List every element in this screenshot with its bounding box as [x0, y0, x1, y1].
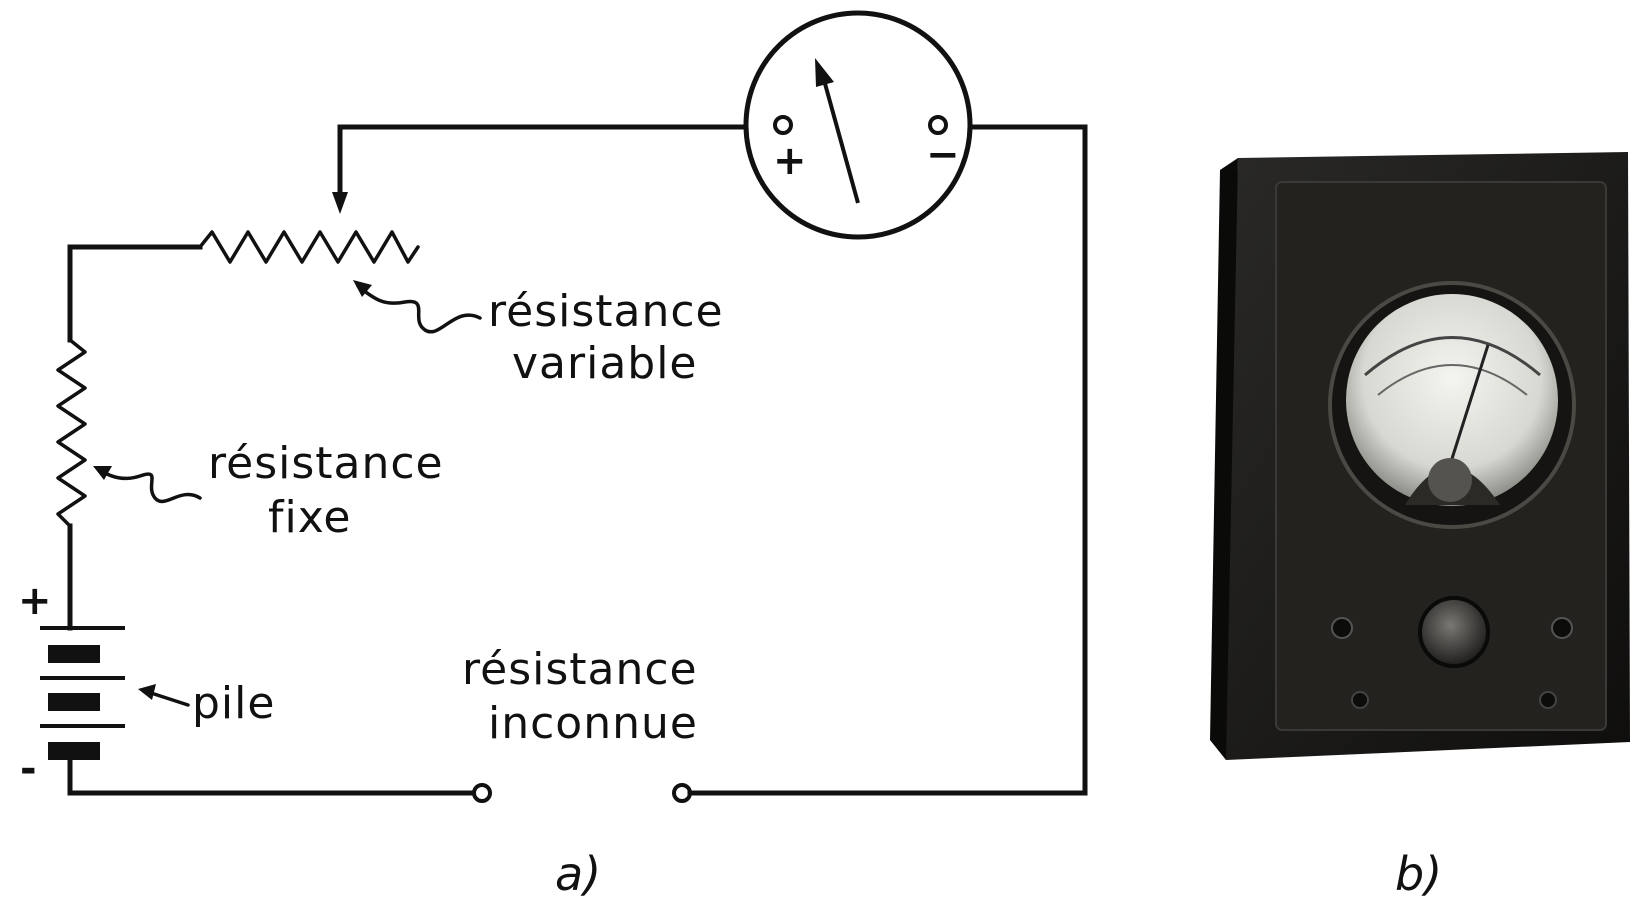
- wire-right: [687, 124, 1088, 796]
- battery-minus-sign: -: [20, 746, 37, 792]
- battery-pointer-head: [138, 684, 156, 700]
- wire-bottom-left: [67, 757, 477, 796]
- galvanometer-terminal-minus: [928, 115, 948, 135]
- battery-plate-short-2: [48, 693, 100, 711]
- label-battery: pile: [192, 678, 275, 729]
- label-variable-resistor-line2: variable: [512, 338, 698, 389]
- wire-top-left: [337, 124, 768, 198]
- fixed-resistor-pointer: [98, 468, 202, 504]
- meter-case-side: [1210, 158, 1238, 760]
- meter-selector-knob: [1418, 596, 1490, 668]
- battery-plate-short-1: [48, 645, 100, 663]
- variable-resistor: [198, 230, 420, 264]
- meter-jack-left: [1331, 617, 1353, 639]
- meter-plus-sign: +: [773, 138, 807, 184]
- caption-part-a: a): [555, 847, 601, 901]
- label-unknown-resistor-line2: inconnue: [488, 698, 698, 749]
- battery-plate-short-3: [48, 742, 100, 760]
- galvanometer-needle: [822, 79, 860, 204]
- meter-dial-face: [1346, 294, 1558, 506]
- fixed-resistor: [56, 338, 87, 528]
- meter-minus-sign: −: [926, 132, 960, 178]
- meter-scale-arc-inner: [1377, 364, 1528, 396]
- label-fixed-resistor-line2: fixe: [268, 492, 351, 543]
- circuit-schematic: résistance variable résistance fixe pile…: [18, 10, 1088, 901]
- meter-zero-screw: [1428, 458, 1472, 502]
- variable-resistor-pointer-head: [353, 280, 372, 297]
- battery-plus-sign: +: [18, 578, 52, 624]
- meter-scale-arc: [1364, 336, 1541, 377]
- battery-symbol: [40, 626, 125, 760]
- meter-jack-bottom-right: [1539, 691, 1557, 709]
- galvanometer-body: [743, 10, 973, 240]
- meter-jack-bottom-left: [1351, 691, 1369, 709]
- wire-left-upper: [67, 244, 203, 343]
- label-unknown-resistor-line1: résistance: [462, 644, 698, 695]
- meter-dial-needle: [1448, 344, 1490, 466]
- caption-part-b: b): [1395, 847, 1442, 901]
- fixed-resistor-pointer-head: [93, 466, 112, 480]
- ohmmeter-photo: b): [1210, 152, 1630, 901]
- galvanometer-symbol: [743, 10, 973, 240]
- wiper-arrowhead: [332, 192, 348, 214]
- galvanometer-terminal-plus: [773, 115, 793, 135]
- meter-jack-right: [1551, 617, 1573, 639]
- galvanometer-needle-arrowhead: [815, 58, 834, 87]
- battery-pointer: [146, 690, 190, 707]
- label-fixed-resistor-line1: résistance: [208, 438, 444, 489]
- label-variable-resistor-line1: résistance: [488, 286, 724, 337]
- unknown-terminal-left: [472, 783, 492, 803]
- variable-resistor-pointer: [356, 284, 482, 334]
